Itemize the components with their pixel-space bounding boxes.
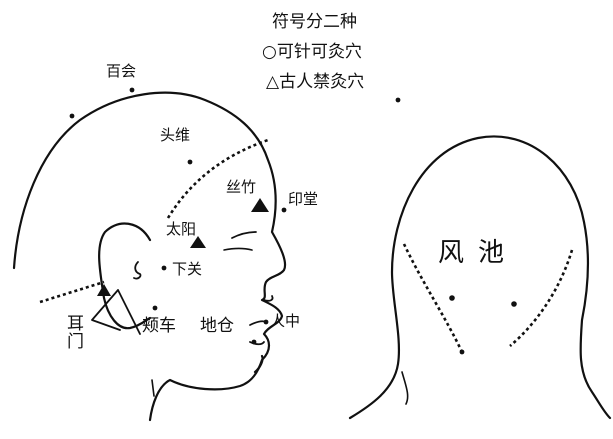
dashed-fengchi-right [509,249,574,347]
taiyang-triangle [190,236,206,248]
back-head-outline [348,135,612,420]
neck-tick [151,379,155,397]
ear-outline [98,222,152,330]
label-touwei: 头维 [160,126,191,144]
top-back-dot [69,113,75,119]
jiache-dot [152,305,158,311]
eyebrow [231,231,257,239]
label-dicang: 地仓 [200,316,234,336]
legend-circle-item: ○可针可灸穴 [262,42,362,62]
xiaguan-dot [161,265,167,271]
jaw-line [253,354,264,374]
renzhong-dot [263,319,269,325]
label-yintang: 印堂 [288,190,319,208]
fengchi-left-dot [449,295,455,301]
side-head-outline [12,91,287,422]
label-sizhukong: 丝竹 [226,178,257,196]
back-lower-dot [459,349,465,355]
legend-triangle-item: △古人禁灸穴 [266,72,365,92]
dashed-fengchi-left [402,243,464,353]
mouth-lower [249,341,265,346]
dicang-dot [251,339,257,345]
ermen-triangle [97,284,111,296]
legend-title: 符号分二种 [272,12,357,32]
yintang-dot [281,207,287,213]
dashed-ear-line [39,280,105,304]
label-ermen: 耳门 [63,314,83,350]
label-baihui: 百会 [106,62,137,80]
eye [223,247,253,251]
fengchi-right-dot [511,301,517,307]
baihui-dot [129,87,135,93]
touwei-dot [187,159,193,165]
dashed-temple-line [166,138,269,219]
mouth [249,320,267,326]
back-neck-left [401,371,409,405]
ear-inner [133,261,142,280]
legend-end-dot [395,97,401,103]
nostril [263,295,274,302]
sizhukong-triangle [251,198,269,212]
label-taiyang: 太阳 [166,220,197,238]
ermen-guide [91,289,141,335]
label-renzhong: 人中 [270,312,301,330]
label-xiaguan: 下关 [172,260,203,278]
label-fengchi: 风池 [438,238,519,268]
label-jiache: 颊车 [142,316,176,336]
